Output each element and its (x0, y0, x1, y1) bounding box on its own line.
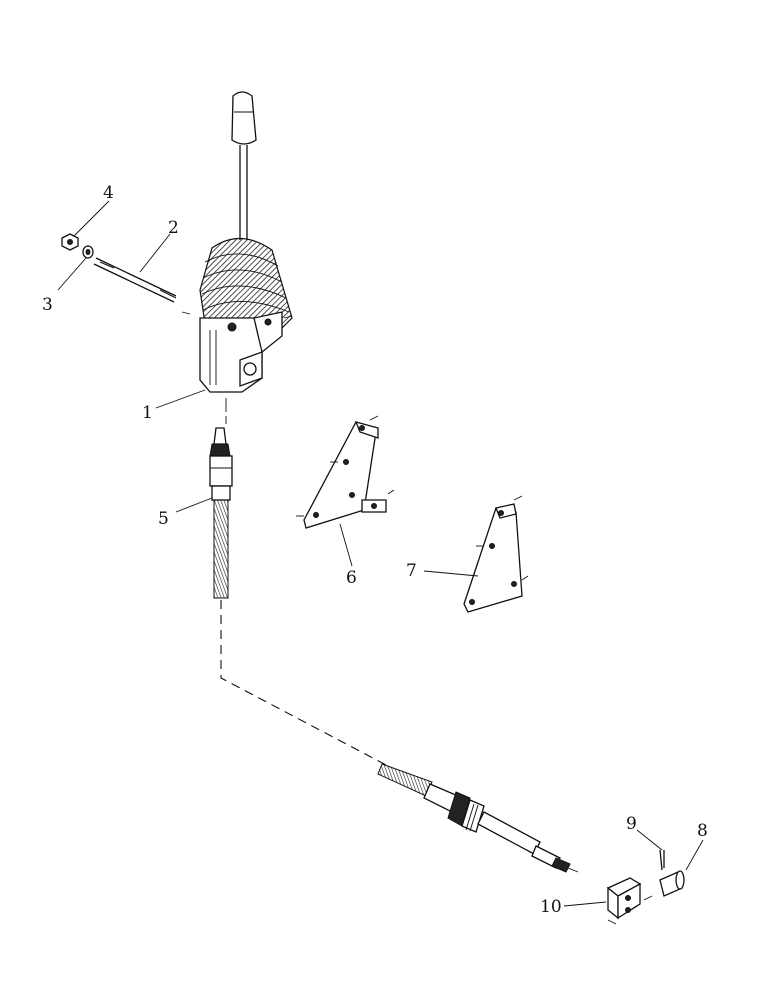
control-cable-lower (377, 763, 579, 873)
callout-2: 2 (168, 218, 179, 238)
callout-4: 4 (103, 183, 114, 203)
callout-10: 10 (540, 897, 562, 917)
cable-route-line (220, 600, 389, 767)
clevis-pin (659, 870, 685, 897)
callout-7: 7 (406, 561, 417, 581)
hex-nut (61, 233, 79, 251)
cotter-pin (659, 849, 665, 871)
leader-lines (57, 200, 704, 907)
control-lever-assembly (181, 91, 293, 424)
callout-labels: 1 2 3 4 5 6 7 8 9 10 (42, 183, 708, 917)
callout-1: 1 (142, 403, 153, 423)
callout-8: 8 (697, 821, 708, 841)
washer (82, 245, 94, 259)
mounting-bracket-left (296, 415, 395, 529)
clevis-yoke (606, 877, 653, 925)
callout-6: 6 (346, 568, 357, 588)
mounting-bracket-right (463, 495, 529, 613)
control-cable-upper (209, 427, 233, 599)
callout-9: 9 (626, 814, 637, 834)
callout-5: 5 (158, 509, 169, 529)
callout-3: 3 (42, 295, 53, 315)
threaded-stud (93, 257, 177, 303)
